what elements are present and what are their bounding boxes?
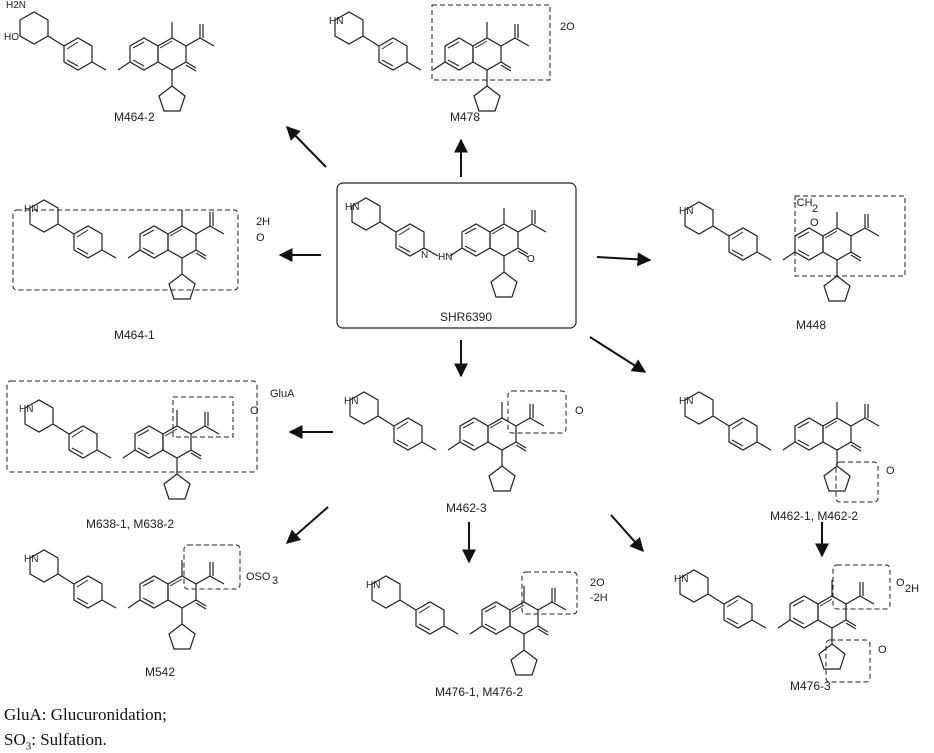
structure-m462-12: HN xyxy=(679,391,880,492)
structure-m638: HN xyxy=(19,399,220,500)
annotation-m478: 2O xyxy=(560,21,575,33)
modification-box-m478 xyxy=(431,4,551,81)
legend-glua-symbol: GluA xyxy=(4,705,42,724)
nh-label: HN xyxy=(329,16,343,27)
nh-label: HN xyxy=(674,574,688,585)
structure-m464-1: HN xyxy=(24,199,225,300)
structure-m476-3: HN xyxy=(674,569,875,670)
parent-label: SHR6390 xyxy=(440,310,492,324)
amine-label: H2N xyxy=(6,0,26,11)
annotation-m448-o: O xyxy=(810,217,819,229)
annotation-m476-3-ring-o: O xyxy=(878,644,887,656)
label-m476-12: M476-1, M476-2 xyxy=(435,685,523,699)
alcohol-label: HO xyxy=(4,32,19,43)
label-m462-12: M462-1, M462-2 xyxy=(770,509,858,523)
piperidine-nh-label: HN xyxy=(345,202,359,213)
annotation-m448-ch: -CH xyxy=(793,197,813,209)
annotation-m542-oso: OSO xyxy=(246,571,271,583)
legend-so3-text: : Sulfation. xyxy=(31,730,107,749)
legend-glua-text: : Glucuronidation; xyxy=(41,705,167,724)
carbonyl-o-label: O xyxy=(527,254,535,265)
label-m464-1: M464-1 xyxy=(114,328,155,342)
nh-label: HN xyxy=(366,580,380,591)
annotation-m448-sub: 2 xyxy=(812,203,818,215)
structure-m476-12: HN xyxy=(366,575,567,676)
arrow-to-m448 xyxy=(596,252,652,267)
label-m448: M448 xyxy=(796,318,826,332)
label-m462-3: M462-3 xyxy=(446,501,487,515)
arrow-to-m542 xyxy=(285,506,329,544)
nh-label: HN xyxy=(19,404,33,415)
structure-m478: HN xyxy=(329,11,530,112)
reaction-arrows xyxy=(278,125,829,564)
nh-label: HN xyxy=(679,396,693,407)
annotation-m476-3-2h: 2H xyxy=(905,583,919,595)
pyridine-n-label: N xyxy=(421,250,428,261)
modification-box-m476-12 xyxy=(521,571,578,615)
annotation-m638-glua: GluA xyxy=(270,388,295,400)
annotation-m638-o: O xyxy=(250,405,259,417)
modification-box-m542 xyxy=(183,544,241,590)
label-m464-2: M464-2 xyxy=(114,110,155,124)
structure-m464-2: H2N HO xyxy=(4,0,215,112)
annotation-m476-12-2o: 2O xyxy=(590,577,605,589)
annotation-m476-3-o: O xyxy=(896,577,905,589)
label-m542: M542 xyxy=(145,665,175,679)
label-m476-3: M476-3 xyxy=(790,679,831,693)
modification-box-m476-3-ring xyxy=(825,639,871,683)
structure-m462-3: HN xyxy=(344,391,545,492)
modification-box-m476-3-acetyl xyxy=(832,564,891,610)
label-m638: M638-1, M638-2 xyxy=(86,517,174,531)
arrow-to-m464-2 xyxy=(286,125,327,168)
modification-box-m464-1 xyxy=(12,209,239,291)
modification-box-m462-12 xyxy=(835,461,879,503)
nh-label: HN xyxy=(24,204,38,215)
parent-structure: HN N HN O xyxy=(345,197,547,298)
parent-compound-box xyxy=(336,182,577,329)
modification-box-m638-outer xyxy=(6,380,258,473)
legend-so3-symbol: SO xyxy=(4,730,26,749)
link-nh-label: HN xyxy=(438,252,452,263)
structure-m542: HN xyxy=(24,549,225,650)
modification-box-m462-3 xyxy=(507,390,567,434)
arrow-to-m476-3-from-center xyxy=(610,514,644,553)
legend-glua: GluA: Glucuronidation; xyxy=(4,705,167,725)
label-m478: M478 xyxy=(450,110,480,124)
annotation-m542-sub: 3 xyxy=(272,575,278,587)
annotation-m464-1-2h: 2H xyxy=(256,216,270,228)
nh-label: HN xyxy=(344,396,358,407)
legend-so3: SO3: Sulfation. xyxy=(4,730,107,752)
modification-box-m448 xyxy=(794,195,906,277)
structure-m448: HN xyxy=(679,201,880,302)
annotation-m462-3: O xyxy=(575,405,584,417)
annotation-m462-12: O xyxy=(886,465,895,477)
nh-label: HN xyxy=(679,206,693,217)
nh-label: HN xyxy=(24,554,38,565)
legend-so3-sub: 3 xyxy=(25,740,32,753)
annotation-m464-1-o: O xyxy=(256,232,265,244)
arrow-to-m462-12 xyxy=(589,336,647,373)
modification-box-m638-inner xyxy=(172,396,234,438)
annotation-m476-12-2h: -2H xyxy=(590,592,608,604)
